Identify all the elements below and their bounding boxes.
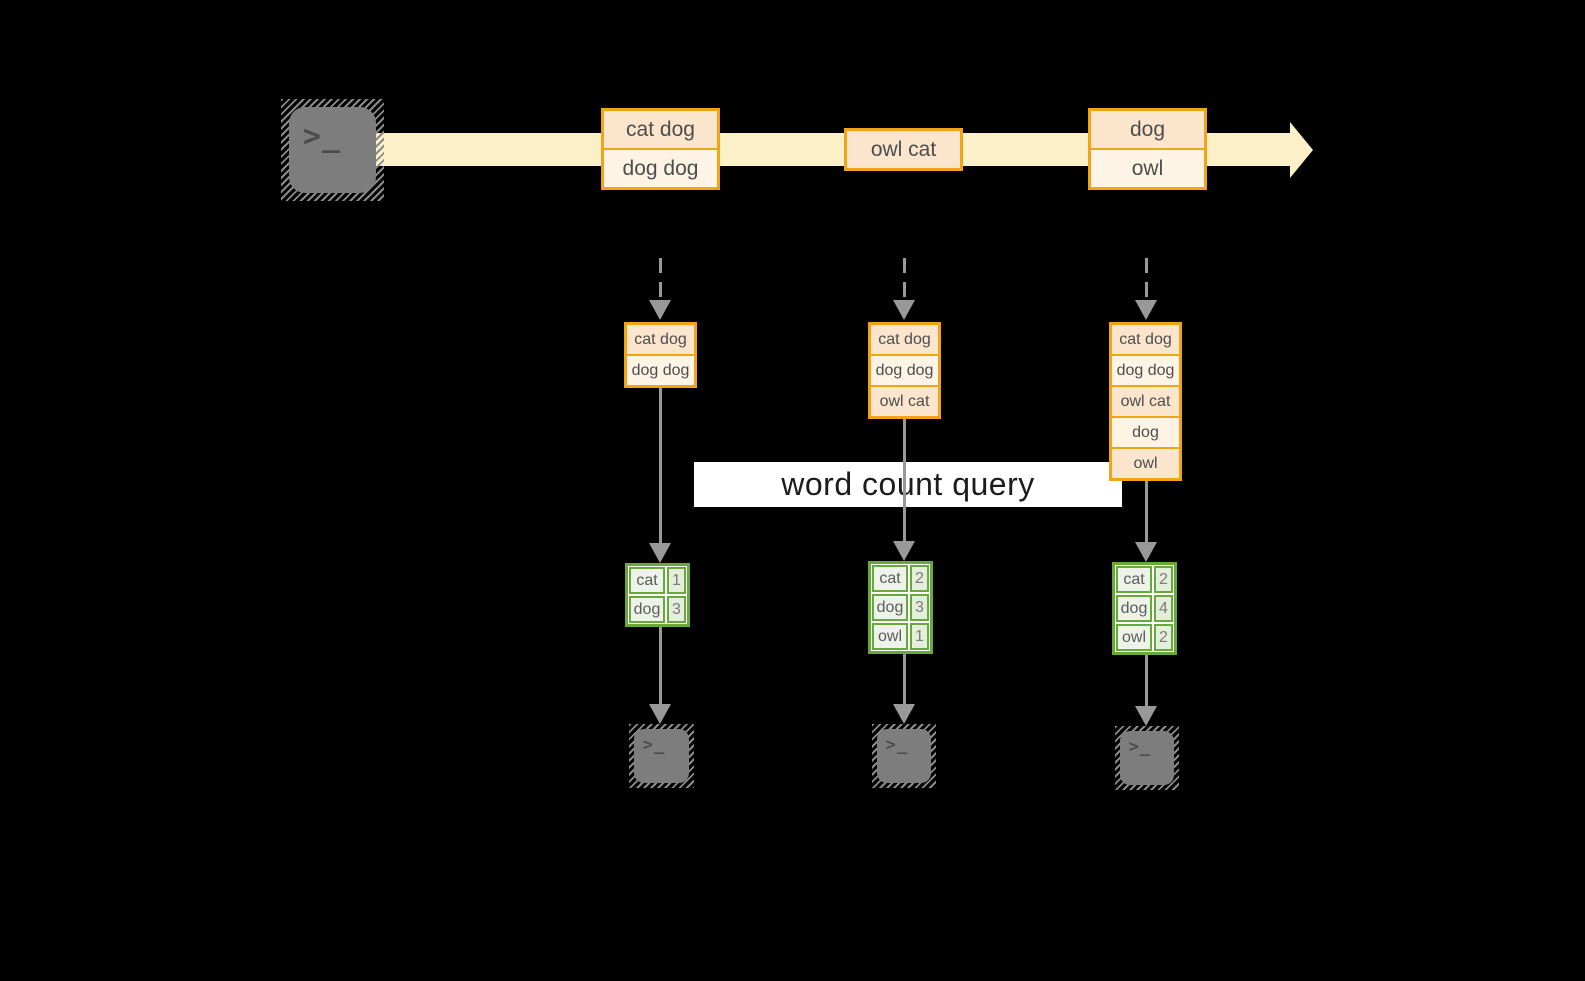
terminal-screen: >_: [289, 107, 376, 193]
result-count-cell: 2: [1154, 624, 1173, 651]
state-box-2: cat dog dog dog owl cat: [868, 322, 941, 419]
state-line: dog dog: [1112, 354, 1179, 385]
state-line: owl cat: [871, 385, 938, 416]
query-label: word count query: [694, 462, 1122, 507]
result-count-cell: 2: [910, 565, 929, 592]
terminal-screen: >_: [1120, 731, 1174, 785]
output-arrow-head-icon-2: [893, 704, 915, 724]
result-word-cell: owl: [1116, 624, 1152, 651]
state-box-3: cat dog dog dog owl cat dog owl: [1109, 322, 1182, 481]
result-count-cell: 3: [910, 594, 929, 621]
stream-batch-line: cat dog: [604, 111, 717, 148]
query-arrow-head-icon-3: [1135, 542, 1157, 562]
result-word-cell: dog: [629, 596, 665, 623]
state-line: owl: [1112, 447, 1179, 478]
result-word-cell: dog: [1116, 595, 1152, 622]
state-line: dog dog: [871, 354, 938, 385]
state-line: cat dog: [1112, 325, 1179, 354]
stream-arrow-head-icon: [1290, 122, 1313, 178]
result-count-cell: 3: [667, 596, 686, 623]
state-box-1: cat dog dog dog: [624, 322, 697, 388]
state-line: cat dog: [627, 325, 694, 354]
result-count-cell: 2: [1154, 566, 1173, 593]
stream-batch-line: dog dog: [604, 148, 717, 187]
state-line: dog dog: [627, 354, 694, 385]
result-table-2: cat 2 dog 3 owl 1: [868, 561, 933, 654]
stream-batch-3: dog owl: [1088, 108, 1207, 190]
state-line: cat dog: [871, 325, 938, 354]
query-arrow-head-icon-2: [893, 541, 915, 561]
stream-batch-line: owl: [1091, 148, 1204, 187]
source-terminal-icon: >_: [281, 99, 384, 201]
terminal-prompt-icon: >_: [302, 119, 342, 155]
result-table-1: cat 1 dog 3: [625, 563, 690, 627]
result-table-3: cat 2 dog 4 owl 2: [1112, 562, 1177, 655]
sink-terminal-icon-3: >_: [1115, 726, 1179, 790]
state-line: owl cat: [1112, 385, 1179, 416]
stream-batch-1: cat dog dog dog: [601, 108, 720, 190]
terminal-screen: >_: [877, 729, 931, 783]
dashed-arrow-head-icon-2: [893, 300, 915, 320]
result-word-cell: cat: [1116, 566, 1152, 593]
query-arrow-line-3: [1145, 479, 1148, 544]
result-count-cell: 1: [910, 623, 929, 650]
result-count-cell: 4: [1154, 595, 1173, 622]
result-word-cell: dog: [872, 594, 908, 621]
query-arrow-line-1: [659, 385, 662, 545]
output-arrow-line-3: [1145, 655, 1148, 707]
terminal-prompt-icon: >_: [642, 735, 666, 756]
dashed-arrow-head-icon-3: [1135, 300, 1157, 320]
dashed-arrow-line-1: [659, 258, 662, 300]
stream-batch-line: dog: [1091, 111, 1204, 148]
result-word-cell: cat: [872, 565, 908, 592]
terminal-prompt-icon: >_: [885, 735, 909, 756]
query-arrow-line-2: [903, 415, 906, 543]
output-arrow-head-icon-1: [649, 704, 671, 724]
dashed-arrow-line-2: [903, 258, 906, 300]
output-arrow-head-icon-3: [1135, 706, 1157, 726]
result-word-cell: cat: [629, 567, 665, 594]
terminal-prompt-icon: >_: [1128, 737, 1152, 758]
query-arrow-head-icon-1: [649, 543, 671, 563]
state-line: dog: [1112, 416, 1179, 447]
dashed-arrow-line-3: [1145, 258, 1148, 300]
sink-terminal-icon-1: >_: [629, 724, 694, 788]
stream-batch-2: owl cat: [844, 128, 963, 171]
sink-terminal-icon-2: >_: [872, 724, 936, 788]
output-arrow-line-1: [659, 627, 662, 705]
result-word-cell: owl: [872, 623, 908, 650]
output-arrow-line-2: [903, 654, 906, 705]
dashed-arrow-head-icon-1: [649, 300, 671, 320]
stream-batch-line: owl cat: [847, 131, 960, 168]
terminal-screen: >_: [634, 729, 689, 783]
result-count-cell: 1: [667, 567, 686, 594]
